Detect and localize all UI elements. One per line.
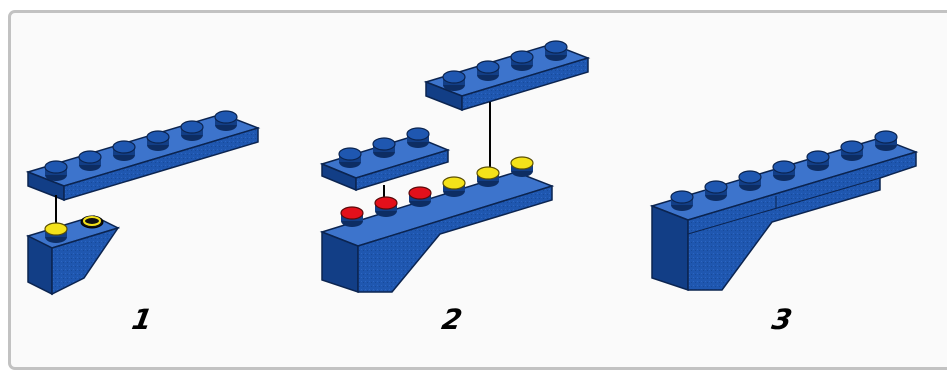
plate-1x4-upper (423, 40, 591, 112)
completed-model (649, 130, 919, 292)
step-3-assembly (649, 130, 919, 292)
plate-1x3 (319, 127, 451, 192)
step-2-assembly (319, 40, 591, 294)
step-number-2: 2 (439, 303, 465, 336)
slope-brick (25, 215, 121, 296)
base-assembly (319, 156, 555, 294)
step-number-3: 3 (769, 303, 795, 336)
step-1-assembly (25, 110, 261, 296)
instruction-panel: 1 2 3 (8, 10, 947, 370)
assembly-illustration (25, 40, 919, 296)
plate-1x6 (25, 110, 261, 202)
step-number-1: 1 (129, 303, 155, 336)
